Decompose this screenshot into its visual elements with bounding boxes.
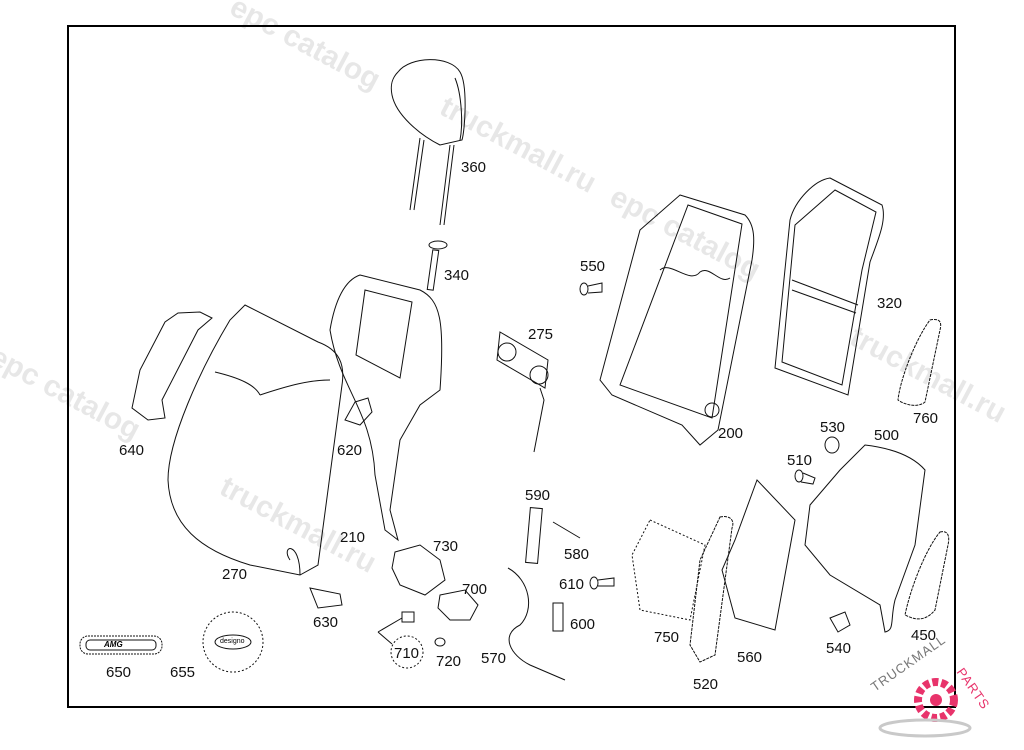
part-590-connector-strip[interactable]: [525, 507, 543, 564]
label-730[interactable]: 730: [433, 538, 459, 555]
part-360-headrest[interactable]: [390, 59, 466, 226]
label-510[interactable]: 510: [787, 452, 813, 469]
part-630-trim-cap[interactable]: [309, 587, 343, 609]
label-655[interactable]: 655: [170, 664, 196, 681]
label-360[interactable]: 360: [461, 159, 487, 176]
diagram-frame: [67, 25, 956, 708]
part-275-lumbar[interactable]: [496, 331, 549, 453]
label-520[interactable]: 520: [693, 676, 719, 693]
label-275[interactable]: 275: [528, 326, 554, 343]
part-710-clip[interactable]: [401, 611, 415, 623]
part-340-guide[interactable]: [426, 240, 448, 291]
label-590[interactable]: 590: [525, 487, 551, 504]
part-750-heating-element[interactable]: [631, 519, 706, 621]
label-570[interactable]: 570: [481, 650, 507, 667]
amg-badge-text: AMG: [104, 640, 123, 649]
label-650[interactable]: 650: [106, 664, 132, 681]
part-610-bolt[interactable]: [589, 576, 615, 590]
part-500-backrest-shell[interactable]: [804, 444, 926, 633]
label-620[interactable]: 620: [337, 442, 363, 459]
label-210[interactable]: 210: [340, 529, 366, 546]
truckmallparts-logo: [878, 678, 972, 738]
label-540[interactable]: 540: [826, 640, 852, 657]
part-655-designo-badge[interactable]: [202, 611, 264, 673]
part-550-screw[interactable]: [579, 282, 603, 296]
label-700[interactable]: 700: [462, 581, 488, 598]
part-510-screw[interactable]: [794, 469, 816, 485]
part-200-backrest-frame[interactable]: [599, 194, 755, 446]
label-600[interactable]: 600: [570, 616, 596, 633]
label-750[interactable]: 750: [654, 629, 680, 646]
part-730-switch-housing[interactable]: [391, 544, 446, 596]
part-570-harness[interactable]: [507, 567, 566, 681]
part-540-clip[interactable]: [829, 611, 851, 633]
part-720-cap[interactable]: [434, 637, 446, 647]
part-560-lumbar-mat[interactable]: [721, 479, 796, 631]
label-630[interactable]: 630: [313, 614, 339, 631]
label-550[interactable]: 550: [580, 258, 606, 275]
part-530-washer[interactable]: [824, 436, 840, 454]
label-640[interactable]: 640: [119, 442, 145, 459]
part-210-cushion[interactable]: [329, 274, 443, 542]
part-580-pin[interactable]: [552, 521, 581, 539]
part-760-pad[interactable]: [897, 319, 942, 406]
label-530[interactable]: 530: [820, 419, 846, 436]
label-610[interactable]: 610: [559, 576, 585, 593]
callout-710: [390, 635, 424, 669]
label-720[interactable]: 720: [436, 653, 462, 670]
label-500[interactable]: 500: [874, 427, 900, 444]
label-200[interactable]: 200: [718, 425, 744, 442]
label-760[interactable]: 760: [913, 410, 939, 427]
label-270[interactable]: 270: [222, 566, 248, 583]
part-320-rear-panel[interactable]: [774, 177, 884, 396]
part-620-clip[interactable]: [344, 397, 373, 426]
part-700-switch[interactable]: [437, 589, 479, 621]
part-650-amg-badge[interactable]: [79, 635, 163, 655]
part-450-pad[interactable]: [904, 531, 950, 620]
part-520-pad[interactable]: [689, 516, 734, 663]
label-340[interactable]: 340: [444, 267, 470, 284]
label-580[interactable]: 580: [564, 546, 590, 563]
designo-badge-text: designo: [220, 638, 245, 645]
label-710[interactable]: 710: [394, 645, 420, 662]
part-600-connector[interactable]: [552, 602, 564, 632]
label-560[interactable]: 560: [737, 649, 763, 666]
part-640-side-trim[interactable]: [131, 311, 213, 421]
label-450[interactable]: 450: [911, 627, 937, 644]
label-320[interactable]: 320: [877, 295, 903, 312]
part-270-backrest-cover[interactable]: [167, 304, 344, 576]
